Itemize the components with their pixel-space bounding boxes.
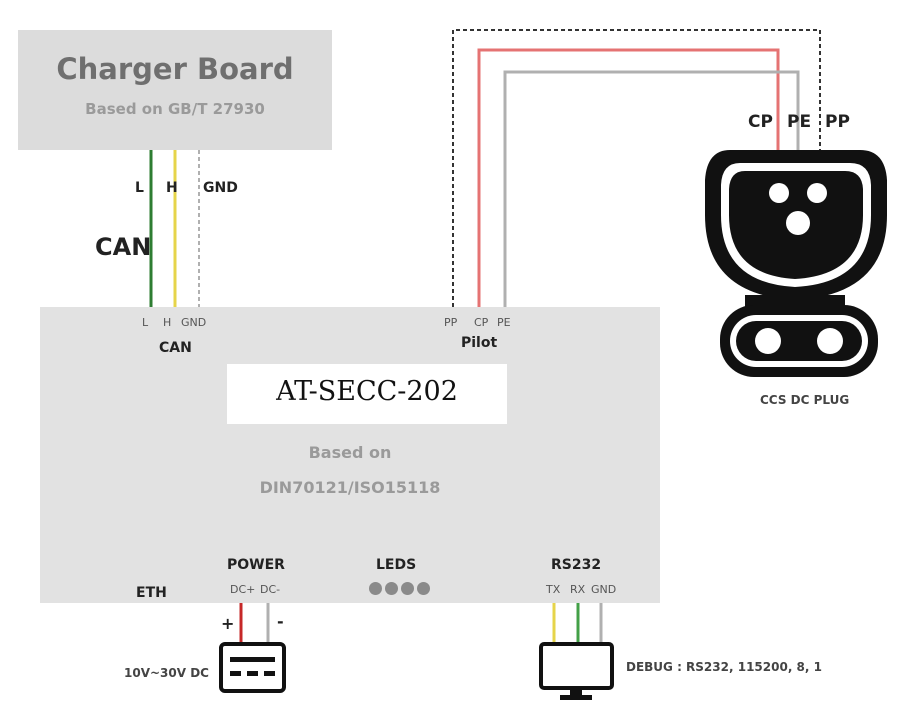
model-name: AT-SECC-202 bbox=[276, 376, 458, 407]
cp-wire bbox=[477, 48, 780, 307]
led-1 bbox=[369, 582, 382, 595]
pilot-pin-pe: PE bbox=[497, 316, 511, 329]
debug-label: DEBUG : RS232, 115200, 8, 1 bbox=[626, 660, 822, 674]
ccs-plug-icon bbox=[705, 150, 887, 377]
plug-pin-pp: PP bbox=[825, 112, 850, 132]
led-indicators bbox=[369, 580, 430, 599]
can-wire-label-l: L bbox=[135, 180, 144, 196]
can-pin-l: L bbox=[142, 316, 149, 329]
led-4 bbox=[417, 582, 430, 595]
charger-board-title: Charger Board bbox=[56, 52, 294, 86]
power-pin-dc-minus: DC- bbox=[260, 583, 281, 596]
charger-board-subtitle: Based on GB/T 27930 bbox=[85, 100, 265, 118]
rs232-pin-rx: RX bbox=[570, 583, 586, 596]
rs232-port-label: RS232 bbox=[551, 557, 602, 573]
secc-module: L H GND CAN PP CP PE Pilot AT-SECC-202 B… bbox=[40, 307, 660, 603]
model-name-box: AT-SECC-202 bbox=[227, 364, 507, 424]
based-on-label: Based on bbox=[308, 443, 392, 462]
led-2 bbox=[385, 582, 398, 595]
can-wire-label-h: H bbox=[166, 180, 178, 196]
rs232-pin-tx: TX bbox=[546, 583, 561, 596]
ccs-plug-label: CCS DC PLUG bbox=[760, 393, 850, 407]
dc-power-supply-icon bbox=[219, 642, 286, 693]
dc-plus-sign: + bbox=[221, 614, 235, 633]
pilot-pin-pp: PP bbox=[444, 316, 458, 329]
can-pin-h: H bbox=[163, 316, 172, 329]
plug-pin-pe: PE bbox=[787, 112, 812, 132]
can-wire-label-gnd: GND bbox=[203, 180, 238, 196]
pilot-port-label: Pilot bbox=[461, 335, 498, 351]
power-supply-label: 10V~30V DC bbox=[124, 666, 209, 680]
plug-pin-cp: CP bbox=[748, 112, 773, 132]
leds-label: LEDS bbox=[376, 557, 417, 573]
charger-board: Charger Board Based on GB/T 27930 bbox=[18, 30, 332, 150]
pe-wire bbox=[503, 70, 800, 307]
can-bus-label: CAN bbox=[95, 233, 152, 261]
dc-minus-sign: - bbox=[277, 612, 284, 631]
debug-monitor-icon bbox=[539, 642, 614, 700]
can-pin-gnd: GND bbox=[181, 316, 207, 329]
eth-port-label: ETH bbox=[136, 585, 167, 601]
power-pin-dc-plus: DC+ bbox=[230, 583, 256, 596]
can-port-label: CAN bbox=[159, 340, 192, 356]
rs232-pin-gnd: GND bbox=[591, 583, 617, 596]
pilot-pin-cp: CP bbox=[474, 316, 489, 329]
power-port-label: POWER bbox=[227, 557, 285, 573]
standard-label: DIN70121/ISO15118 bbox=[259, 478, 441, 497]
led-3 bbox=[401, 582, 414, 595]
